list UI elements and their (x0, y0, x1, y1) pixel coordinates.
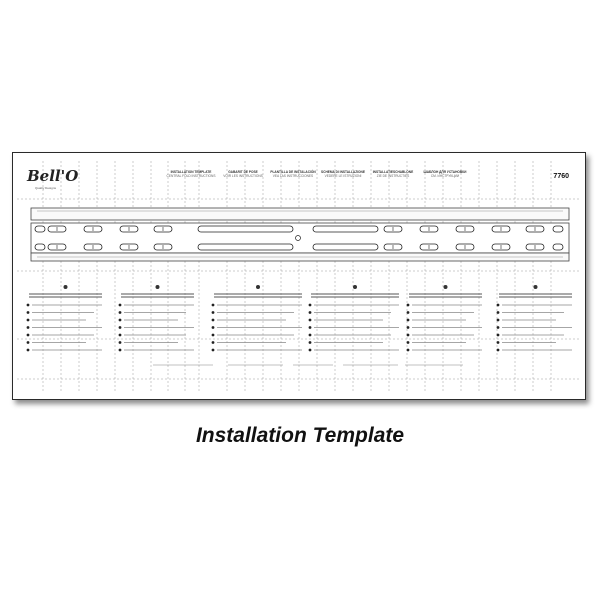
instruction-bullet (211, 326, 215, 329)
instruction-bullet (211, 303, 215, 307)
instruction-bullet (406, 311, 410, 314)
instruction-bullet (118, 318, 122, 322)
mounting-slot (153, 243, 173, 251)
caption-title: Installation Template (195, 424, 405, 447)
instruction-bullet (26, 333, 30, 337)
rail-long-slot (312, 243, 379, 251)
brand-tagline: Quality Designs (35, 186, 57, 190)
instruction-bullet (118, 311, 122, 314)
instruction-bullet (26, 326, 30, 329)
instruction-bullet (406, 333, 410, 337)
rail-end-slot (552, 225, 564, 233)
mounting-slot (491, 225, 511, 233)
instruction-bullet (496, 311, 500, 314)
instruction-bullet (496, 348, 500, 352)
rail-long-slot (197, 243, 294, 251)
instruction-bullet (26, 348, 30, 352)
instruction-bullet (308, 348, 312, 352)
installation-template-sheet: Bell'O Quality Designs 7760 INSTALLATION… (12, 152, 586, 400)
mounting-slot (83, 243, 103, 251)
step-marker (63, 285, 68, 289)
rail-end-slot (552, 243, 564, 251)
mounting-slot (83, 225, 103, 233)
template-drawing (17, 161, 581, 391)
instruction-bullet (118, 333, 122, 337)
instruction-bullet (211, 341, 215, 344)
step-marker (256, 285, 260, 289)
rail-long-slot (197, 225, 294, 233)
model-number: 7760 (553, 173, 569, 180)
instruction-bullet (211, 311, 215, 314)
instruction-bullet (118, 326, 122, 329)
instruction-bullet (118, 348, 122, 352)
instruction-bullet (406, 348, 410, 352)
step-marker (533, 285, 538, 289)
mounting-slot (153, 225, 173, 233)
mounting-slot (47, 243, 67, 251)
mounting-slot (419, 243, 439, 251)
mounting-slot (525, 243, 545, 251)
instruction-bullet (496, 341, 500, 344)
rail-end-slot (34, 225, 46, 233)
mounting-slot (525, 225, 545, 233)
mounting-slot (491, 243, 511, 251)
instruction-bullet (211, 348, 215, 352)
instruction-bullet (496, 326, 500, 329)
instruction-bullet (496, 303, 500, 307)
instruction-bullet (406, 303, 410, 307)
mounting-slot (455, 243, 475, 251)
mounting-slot (119, 225, 139, 233)
instruction-bullet (308, 318, 312, 322)
brand-logo: Bell'O (27, 167, 79, 185)
instruction-bullet (118, 341, 122, 344)
step-marker (155, 285, 160, 289)
instruction-bullet (211, 333, 215, 337)
mounting-slot (47, 225, 67, 233)
rail-long-slot (312, 225, 379, 233)
instruction-bullet (26, 303, 30, 307)
instruction-bullet (26, 341, 30, 344)
instruction-bullet (211, 318, 215, 322)
instruction-bullet (118, 303, 122, 307)
instruction-bullet (26, 318, 30, 322)
mounting-slot (383, 225, 403, 233)
step-marker (353, 285, 357, 289)
instruction-bullet (496, 318, 500, 322)
instruction-bullet (308, 311, 312, 314)
step-marker (443, 285, 448, 289)
instruction-bullet (406, 326, 410, 329)
center-hole (295, 235, 301, 241)
rail-end-slot (34, 243, 46, 251)
instruction-bullet (308, 341, 312, 344)
instruction-bullet (406, 318, 410, 322)
instruction-bullet (308, 303, 312, 307)
instruction-bullet (406, 341, 410, 344)
instruction-bullet (308, 326, 312, 329)
mounting-slot (119, 243, 139, 251)
mounting-slot (383, 243, 403, 251)
instruction-bullet (26, 311, 30, 314)
mounting-slot (455, 225, 475, 233)
instruction-bullet (308, 333, 312, 337)
instruction-bullet (496, 333, 500, 337)
mounting-rail-top (30, 207, 570, 221)
mounting-slot (419, 225, 439, 233)
